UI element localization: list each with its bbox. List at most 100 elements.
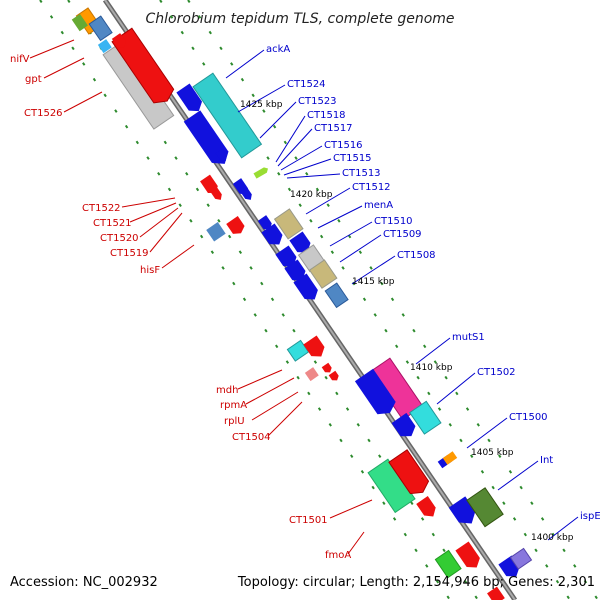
gene-label: CT1521 [93, 218, 132, 229]
gene-block [289, 231, 311, 253]
gene-label: Int [540, 455, 553, 466]
label-leader [351, 255, 396, 285]
gene-block [328, 370, 339, 381]
label-leader [259, 101, 297, 139]
label-leader [29, 39, 75, 59]
gene-block [210, 187, 222, 200]
gene-block [275, 245, 297, 267]
label-leader [277, 128, 313, 167]
gene-block [442, 451, 458, 465]
gene-label: mdh [216, 385, 238, 396]
gene-label: rplU [224, 416, 245, 427]
label-leader [305, 187, 351, 215]
gene-label: CT1520 [100, 233, 139, 244]
gene-label: CT1501 [289, 515, 328, 526]
gene-label: hisF [140, 265, 160, 276]
label-leader [317, 205, 363, 229]
gene-block [409, 400, 442, 435]
gene-label: ackA [266, 44, 290, 55]
kbp-marker: 1425 kbp [240, 100, 283, 110]
kbp-marker: 1415 kbp [352, 277, 395, 287]
label-leader [497, 460, 539, 491]
map-title: Chlorobium tepidum TLS, complete genome [145, 11, 454, 27]
gene-label: rpmA [220, 400, 247, 411]
gene-label: CT1510 [374, 216, 413, 227]
kbp-marker: 1420 kbp [290, 190, 333, 200]
gene-block [388, 449, 430, 495]
gene-block [304, 367, 319, 382]
gene-block [206, 222, 226, 242]
topology-text: Topology: circular; Length: 2,154,946 bp… [237, 575, 595, 590]
gene-block [308, 259, 338, 289]
gene-block [88, 15, 113, 42]
label-leader [329, 221, 373, 247]
gene-block [284, 259, 306, 281]
gene-block [416, 496, 436, 517]
gene-label: CT1509 [383, 229, 422, 240]
gene-block [261, 223, 283, 245]
gene-label: CT1517 [314, 123, 353, 134]
label-leader [436, 372, 476, 405]
gene-block [273, 208, 304, 240]
accession-text: Accession: NC_002932 [10, 575, 158, 590]
gene-label: CT1522 [82, 203, 121, 214]
label-leader [149, 212, 183, 253]
gene-label: CT1513 [342, 168, 381, 179]
gene-block [200, 174, 218, 193]
label-leader [43, 57, 85, 79]
label-leader [139, 207, 179, 238]
gene-label: CT1504 [232, 432, 271, 443]
gene-block [257, 215, 272, 230]
gene-block [466, 487, 504, 528]
label-leader [547, 516, 579, 541]
gene-block [321, 362, 332, 373]
label-leader [280, 145, 323, 171]
label-leader [237, 369, 283, 390]
label-leader [237, 84, 286, 113]
gene-block [286, 339, 310, 362]
gene-label: nifV [10, 54, 30, 65]
gene-block [226, 216, 245, 234]
gene-block [71, 14, 88, 32]
gene-block [240, 187, 252, 200]
gene-block [111, 33, 126, 48]
gene-block [354, 368, 396, 415]
gene-block [176, 83, 203, 112]
gene-label: gpt [25, 74, 42, 85]
gene-blocks [71, 7, 533, 600]
gene-block [324, 282, 349, 309]
gene-block [434, 549, 462, 579]
label-leader [267, 401, 303, 437]
gene-block [509, 547, 533, 570]
gene-label: CT1508 [397, 250, 436, 261]
label-leaders [29, 39, 579, 555]
gene-block [303, 335, 325, 357]
kbp-marker: 1400 kbp [531, 533, 574, 543]
gene-label: CT1500 [509, 412, 548, 423]
gene-label: CT1526 [24, 108, 63, 119]
label-leader [129, 202, 177, 223]
gene-label: ispE [580, 511, 600, 522]
gene-block [183, 110, 229, 164]
label-leader [347, 531, 365, 555]
gene-block [215, 148, 227, 161]
gene-label: CT1515 [333, 153, 372, 164]
gene-label: CT1512 [352, 182, 391, 193]
gene-block [487, 586, 505, 600]
kbp-marker: 1410 kbp [410, 363, 453, 373]
gene-block [391, 412, 416, 437]
label-leader [225, 49, 265, 79]
track-guide [187, 0, 599, 600]
gene-label: fmoA [325, 550, 351, 561]
label-leader [339, 234, 382, 263]
gene-label: CT1519 [110, 248, 149, 259]
label-leader [121, 197, 176, 208]
label-leader [161, 244, 195, 269]
gene-block [293, 273, 318, 300]
track-guide [39, 0, 451, 600]
track-guides [39, 0, 599, 600]
label-leader [275, 115, 306, 163]
